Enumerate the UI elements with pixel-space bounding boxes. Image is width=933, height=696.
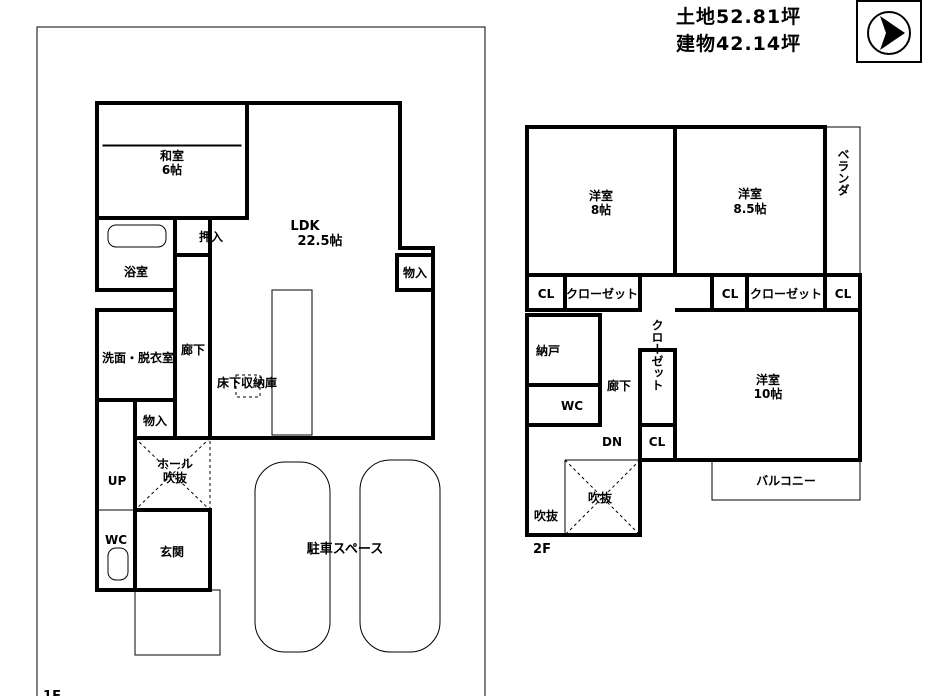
- label-veranda: ベランダ: [836, 148, 850, 196]
- label-void1: 吹抜: [588, 490, 613, 505]
- underfloor-hatch: [235, 374, 261, 398]
- porch: [134, 589, 221, 656]
- label-underfloor: 床下収納庫: [217, 375, 277, 390]
- label-dn: DN: [602, 435, 622, 449]
- label-2f: 2F: [533, 542, 551, 557]
- corridor-1f: [173, 253, 212, 440]
- lot-boundary: [36, 26, 486, 696]
- stair-void-2f: [525, 315, 642, 537]
- label-cl3: CL: [835, 287, 852, 301]
- label-balcony: バルコニー: [756, 474, 816, 488]
- label-room-a-size: 8帖: [591, 202, 611, 217]
- building-area: 建物42.14坪: [676, 33, 802, 55]
- floor1-plan: 和室 6帖 LDK 22.5帖 押入 浴室 物入 洗面・脱衣室 廊下 床下収納庫…: [36, 26, 486, 696]
- label-washitsu: 和室: [159, 148, 184, 163]
- label-corridor-2f: 廊下: [607, 378, 631, 393]
- label-parking: 駐車スペース: [307, 541, 383, 557]
- toilet-1f: [107, 547, 129, 581]
- label-cl1: CL: [538, 287, 555, 301]
- label-cl4: CL: [649, 435, 666, 449]
- label-corridor: 廊下: [181, 342, 205, 357]
- car-1: [254, 461, 331, 653]
- label-room-a: 洋室: [589, 188, 613, 203]
- label-room-c-size: 10帖: [754, 386, 783, 401]
- hall-void: [134, 437, 211, 511]
- kitchen-counter: [271, 289, 313, 436]
- label-oshiire: 押入: [199, 229, 223, 244]
- stairs-1f: [95, 398, 137, 592]
- label-closet-v: クローゼット: [650, 319, 664, 391]
- label-wc: WC: [105, 533, 127, 547]
- label-room-c: 洋室: [756, 372, 780, 387]
- land-area: 土地52.81坪: [676, 6, 802, 28]
- label-entrance: 玄関: [160, 544, 184, 559]
- label-hall: ホール: [157, 457, 193, 471]
- label-up: UP: [108, 474, 127, 488]
- car-2: [359, 459, 441, 653]
- label-ldk: LDK: [290, 219, 320, 234]
- label-room-b-size: 8.5帖: [733, 201, 766, 216]
- label-ldk-size: 22.5帖: [297, 233, 342, 249]
- room-ldk: [210, 101, 435, 440]
- label-washitsu-size: 6帖: [162, 162, 182, 177]
- label-void2: 吹抜: [534, 508, 559, 523]
- floor2-plan: 洋室 8帖 洋室 8.5帖 ベランダ CL クローゼット CL クローゼット C…: [525, 125, 862, 557]
- label-closet1: クローゼット: [566, 286, 638, 301]
- label-closet2: クローゼット: [750, 286, 822, 301]
- balcony: [711, 459, 861, 501]
- label-storage-hall: 物入: [143, 413, 167, 428]
- label-cl2: CL: [722, 287, 739, 301]
- label-storage-ldk: 物入: [403, 265, 427, 280]
- label-room-b: 洋室: [738, 186, 762, 201]
- label-bath: 浴室: [124, 264, 148, 279]
- label-1f: 1F: [43, 689, 61, 696]
- area-summary: 土地52.81坪 建物42.14坪: [676, 4, 801, 58]
- room-8-5: [673, 125, 827, 277]
- room-storage-ldk: [395, 253, 435, 292]
- label-wc-2f: WC: [561, 399, 583, 413]
- label-nando: 納戸: [536, 343, 560, 358]
- label-hall-void: 吹抜: [163, 470, 188, 485]
- label-washroom: 洗面・脱衣室: [102, 350, 174, 365]
- north-arrow-icon: [856, 0, 922, 63]
